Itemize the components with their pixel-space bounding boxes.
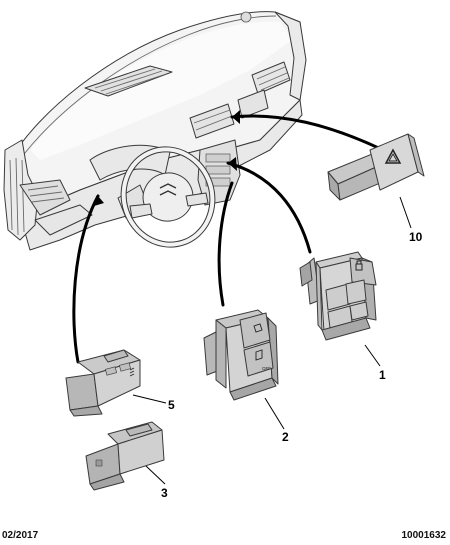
leader-3 [145, 465, 166, 485]
connector-5 [72, 194, 100, 364]
connector-1 [226, 161, 312, 254]
callout-1: 1 [379, 368, 386, 382]
leader-lines [132, 196, 412, 485]
switch-part-3 [85, 421, 165, 491]
callout-numbers: 10 1 2 5 3 [161, 230, 423, 500]
connector-10 [230, 114, 385, 152]
leader-5 [132, 394, 167, 404]
lock-icon [355, 260, 363, 271]
switch-module-part-2: OFF [203, 309, 279, 401]
leader-2 [264, 397, 285, 430]
callout-2: 2 [282, 430, 289, 444]
callout-5: 5 [168, 398, 175, 412]
callout-3: 3 [161, 486, 168, 500]
switch-icon-b [255, 349, 263, 361]
leader-1 [364, 344, 381, 367]
footer-date: 02/2017 [2, 530, 39, 541]
footer-reference: 10001632 [401, 530, 447, 541]
hazard-switch-part-10 [327, 133, 425, 201]
switch-panel-part-1 [299, 251, 377, 341]
switch-icon-a [253, 323, 263, 333]
steering-wheel [120, 146, 216, 248]
lighting-switch-part-5 [65, 349, 141, 417]
leader-10 [399, 196, 412, 229]
connector-lines [72, 110, 385, 364]
off-label: OFF [262, 366, 271, 371]
light-icon [129, 367, 135, 377]
hazard-triangle-icon [384, 148, 402, 164]
connector-2 [217, 181, 234, 307]
callout-10: 10 [409, 230, 423, 244]
